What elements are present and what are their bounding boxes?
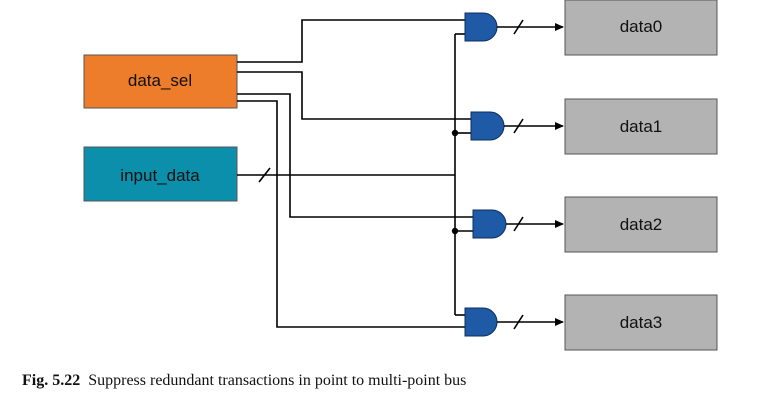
and-gate-0: [464, 12, 498, 42]
output-label-data1: data1: [620, 117, 663, 136]
select-wire-3: [237, 100, 465, 328]
output-block-data0: data0: [564, 0, 718, 56]
data-sel-label: data_sel: [128, 71, 192, 90]
select-wire-1: [237, 71, 471, 120]
input-data-block: input_data: [83, 146, 238, 202]
select-wires: [237, 19, 473, 328]
output-label-data2: data2: [620, 215, 663, 234]
figure-number: Fig. 5.22: [22, 372, 81, 389]
data-sel-block: data_sel: [83, 54, 238, 109]
figure-caption: Fig. 5.22 Suppress redundant transactions…: [22, 372, 466, 390]
input-data-label: input_data: [120, 166, 200, 185]
output-wires: [497, 19, 564, 330]
output-block-data3: data3: [564, 294, 718, 351]
and-gate-2: [472, 209, 507, 239]
and-gates: [464, 12, 507, 337]
output-block-data2: data2: [564, 196, 718, 253]
bus-slash-mark: [258, 167, 271, 183]
and-gate-3: [464, 307, 498, 337]
input-data-bus: [237, 33, 473, 316]
output-block-data1: data1: [564, 98, 718, 155]
output-label-data0: data0: [620, 17, 663, 36]
output-label-data3: data3: [620, 313, 663, 332]
figure-caption-text: Suppress redundant transactions in point…: [88, 372, 467, 389]
and-gate-1: [470, 111, 505, 141]
bus-junction-2: [451, 227, 459, 235]
bus-junction-1: [451, 129, 459, 137]
select-wire-2: [237, 93, 473, 218]
select-wire-0: [237, 19, 465, 63]
